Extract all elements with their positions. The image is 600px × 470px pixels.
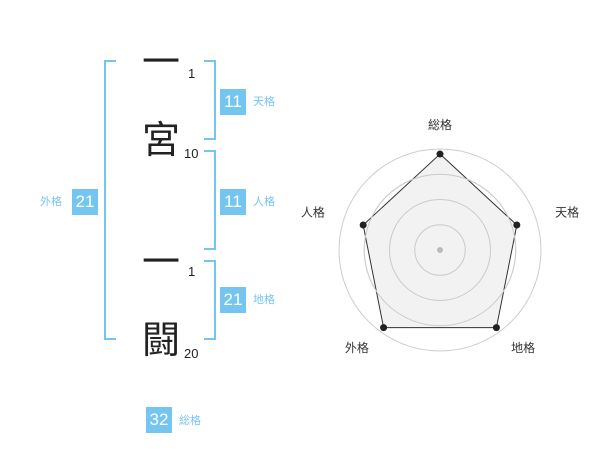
radar-point-4 <box>359 221 367 229</box>
radar-axis-label-0: 総格 <box>428 117 452 132</box>
chikaku-label: 地格 <box>253 293 275 306</box>
radar-point-0 <box>436 150 444 158</box>
radar-ring-overlay <box>389 199 491 301</box>
stroke-count-1: 1 <box>188 66 196 81</box>
radar-point-1 <box>513 221 521 229</box>
name-char-1: 一 <box>142 40 181 84</box>
stroke-count-3: 1 <box>188 264 196 279</box>
chikaku-bracket <box>204 260 216 340</box>
name-char-4: 闘 <box>142 318 181 362</box>
tenkaku-bracket <box>204 60 216 140</box>
tenkaku-label: 天格 <box>253 95 275 108</box>
chikaku-badge: 21 <box>220 287 246 313</box>
radar-center <box>437 247 443 253</box>
radar-axis-label-3: 外格 <box>345 340 369 355</box>
jinkaku-bracket <box>204 150 216 250</box>
gaikaku-label: 外格 <box>40 195 62 208</box>
radar-ring <box>338 148 542 352</box>
name-char-3: 一 <box>142 240 181 284</box>
jinkaku-label: 人格 <box>253 195 275 208</box>
name-char-2: 宮 <box>142 118 181 162</box>
soukaku-label: 総格 <box>179 414 201 427</box>
stroke-count-4: 20 <box>184 346 199 361</box>
radar-axis-label-4: 人格 <box>301 205 325 220</box>
soukaku-badge: 32 <box>146 407 172 433</box>
jinkaku-badge: 11 <box>220 189 246 215</box>
gaikaku-bracket <box>104 60 116 340</box>
gaikaku-badge: 21 <box>72 189 98 215</box>
tenkaku-badge: 11 <box>220 89 246 115</box>
radar-ring-overlay <box>414 224 466 276</box>
radar-axis-label-1: 天格 <box>555 205 579 220</box>
stroke-count-2: 10 <box>184 146 199 161</box>
radar-axis-label-2: 地格 <box>511 340 535 355</box>
radar-ring-overlay <box>363 173 517 327</box>
radar-point-3 <box>380 324 388 332</box>
radar-polygon <box>362 153 518 329</box>
radar-point-2 <box>492 324 500 332</box>
